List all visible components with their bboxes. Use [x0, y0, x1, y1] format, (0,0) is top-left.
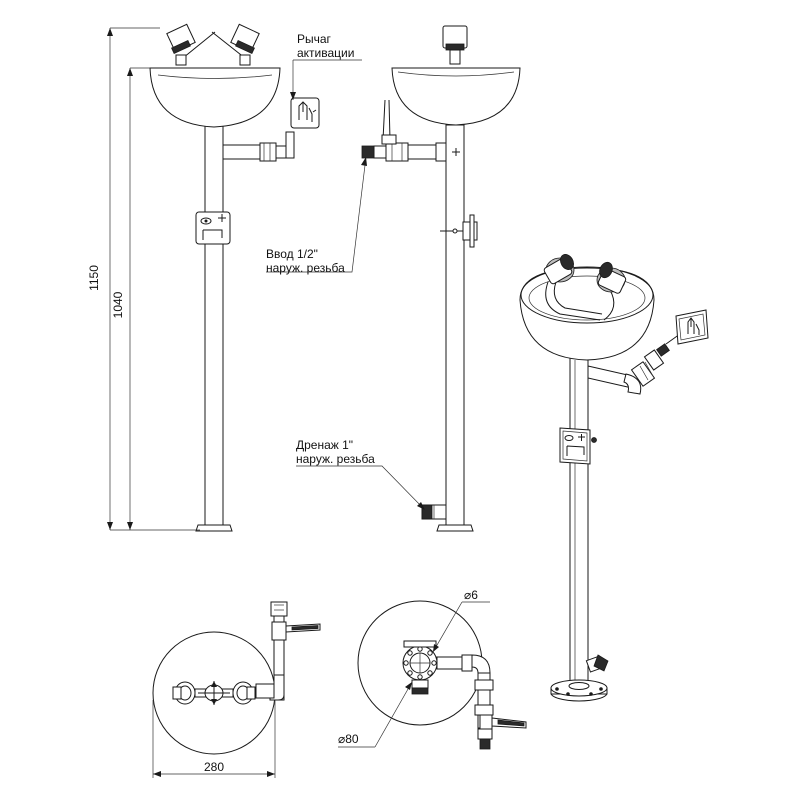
- iso-view-spray-heads: [543, 254, 627, 294]
- isometric-view: [519, 254, 709, 702]
- activation-lever-label-line2: активации: [297, 46, 354, 60]
- dimension-bowl-height: 1040: [111, 291, 125, 318]
- top-view-spray-heads: [172, 681, 256, 705]
- front-view-spray-heads: [166, 23, 260, 66]
- iso-view-sign-plate: [559, 427, 597, 465]
- front-view-inlet-arm: [222, 131, 295, 162]
- front-view-base: [195, 524, 233, 532]
- dimension-lines: [107, 27, 200, 531]
- inlet-callout: [266, 156, 367, 273]
- dimension-total-height: 1150: [87, 265, 101, 291]
- base-diameter-callout: [338, 681, 413, 748]
- iso-view-pipe: [569, 354, 589, 686]
- inlet-label-line1: Ввод 1/2": [266, 247, 318, 261]
- front-view-bowl: [149, 67, 281, 128]
- front-view-activation-paddle: [290, 97, 320, 129]
- drain-callout: [296, 465, 426, 511]
- front-view: [149, 23, 320, 532]
- base-detail-view: [357, 600, 527, 750]
- iso-view-inlet-arm: [587, 333, 681, 395]
- side-view-pipe: [445, 124, 465, 526]
- side-view-inlet-arm: [361, 142, 447, 162]
- top-view: [152, 601, 321, 778]
- side-view-drain: [421, 504, 447, 520]
- front-view-sign-plate: [195, 211, 231, 245]
- activation-lever-callout: [290, 59, 362, 100]
- iso-view-bowl: [519, 267, 655, 361]
- drain-label-line2: наруж. резьба: [296, 452, 375, 466]
- inlet-label-line2: наруж. резьба: [266, 261, 345, 275]
- dimension-hole-diameter: ⌀6: [464, 588, 478, 602]
- iso-view-activation-paddle: [675, 309, 709, 345]
- drain-label-line1: Дренаж 1": [296, 438, 353, 452]
- side-view-bowl: [391, 67, 521, 126]
- dimension-bowl-width: 280: [204, 760, 224, 774]
- front-view-pipe: [204, 124, 224, 526]
- activation-lever-label-line1: Рычаг: [297, 32, 332, 46]
- side-view: [361, 25, 521, 532]
- hole-diameter-callout: [432, 601, 490, 653]
- dimension-base-diameter: ⌀80: [338, 732, 359, 746]
